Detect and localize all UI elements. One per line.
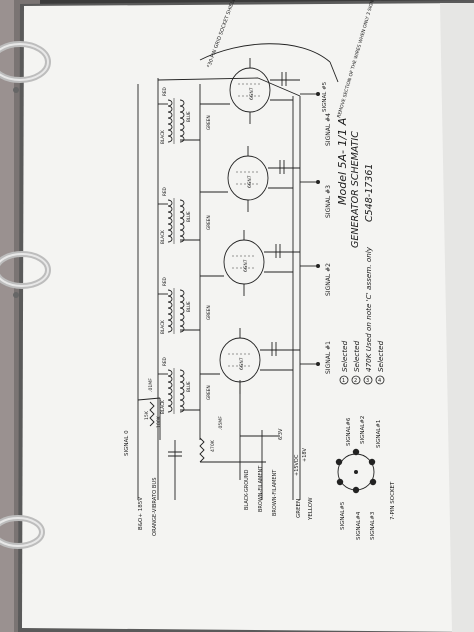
socket-pin-signal-1: SIGNAL#1 [376, 420, 382, 448]
transformer-coil [167, 199, 173, 243]
wire-black-label: BLACK [160, 130, 165, 144]
black-ground-lead: BLACK-GROUND [244, 469, 250, 510]
tube-label-3: 6GN7 [243, 259, 249, 272]
yellow-lead: YELLOW [308, 497, 314, 521]
legend-item-3: 470K Used on note 'C' assem. only [364, 246, 373, 372]
wire-green-label: GREEN [206, 215, 211, 230]
transformer-coil [167, 289, 173, 333]
legend-item-1: Selected [340, 340, 349, 372]
legend-number-1: 1 [342, 378, 345, 384]
wire-blue-label: BLUE [186, 111, 191, 122]
signal-label-4: SIGNAL #4 [325, 113, 332, 146]
title-schematic: GENERATOR SCHEMATIC [350, 131, 361, 248]
binder-ring-top [0, 41, 51, 83]
legend-number-4: 4 [378, 378, 381, 384]
transformer-coil [179, 369, 185, 413]
wire-black-label: BLACK [160, 400, 165, 414]
wire-red-label: RED [162, 277, 167, 286]
cap-05mf: .05MF [218, 416, 224, 430]
signal-label-2: SIGNAL #2 [325, 263, 332, 296]
wire-green-label: GREEN [206, 115, 211, 130]
signal-label-3: SIGNAL #3 [325, 185, 332, 218]
resistor-15k: 15K [144, 410, 150, 420]
legend-item-2: Selected [352, 340, 361, 372]
orange-vibrato-lead: ORANGE-VIBRATO BUS [152, 478, 158, 537]
resistor-100k: 100K [156, 415, 162, 428]
wire-green-label: GREEN [206, 385, 211, 400]
plus-eighteen-volt: +18V [302, 447, 308, 462]
title-part-number: C548-17361 [364, 164, 375, 222]
title-model: Model 5A- 1/1 A [336, 118, 349, 205]
socket-pin-signal-6: SIGNAL#6 [346, 417, 352, 446]
legend-item-4: Selected [376, 340, 385, 372]
resistor-470k: 470K [210, 439, 216, 452]
transformer-coil [179, 99, 185, 143]
wire-black-label: BLACK [160, 230, 165, 244]
green-lead: GREEN [296, 499, 302, 518]
wire-black-label: BLACK [160, 320, 165, 334]
signal-label-1: SIGNAL #1 [325, 341, 332, 374]
wire-red-label: RED [162, 357, 167, 366]
wire-red-label: RED [162, 87, 167, 96]
wire-blue-label: BLUE [186, 301, 191, 312]
wire-blue-label: BLUE [186, 381, 191, 392]
cap-01mf: .01MF [148, 378, 154, 392]
tube-label-1: 6GN7 [249, 87, 255, 100]
b-plus-lead: B&O+ 185V [138, 497, 144, 530]
socket-pin-signal-4: SIGNAL#4 [356, 511, 362, 540]
socket-pin-signal-3: SIGNAL#3 [370, 511, 376, 540]
wire-green-label: GREEN [206, 305, 211, 320]
legend-number-3: 3 [366, 378, 369, 384]
socket-pin-signal-5: SIGNAL#5 [340, 501, 346, 530]
wire-blue-label: BLUE [186, 211, 191, 222]
transformer-coil [179, 199, 185, 243]
brown-filament-lead-2: BROWN-FILAMENT [272, 469, 278, 516]
seven-pin-socket [335, 448, 377, 494]
binder-ring-middle [0, 251, 51, 289]
brown-filament-lead-1: BROWN-FILAMENT [258, 465, 264, 512]
binder-ring-bottom [0, 515, 45, 549]
schematic-paper [22, 3, 474, 632]
wire-red-label: RED [162, 187, 167, 196]
transformer-coil [167, 369, 173, 413]
tube-label-4: 6GN7 [239, 357, 245, 370]
socket-label: 7-PIN SOCKET [390, 481, 396, 520]
transformer-coil [167, 99, 173, 143]
transformer-coil [179, 289, 185, 333]
plus-fifteen-vdc: +15VDC [294, 454, 300, 476]
socket-pin-signal-2: SIGNAL#2 [360, 416, 366, 444]
generator-schematic [137, 43, 377, 500]
six-point-three-volt: 6.3V [278, 428, 284, 440]
legend-number-2: 2 [354, 378, 357, 384]
signal-zero-label: SIGNAL 0 [124, 430, 130, 456]
tube-label-2: 6GN7 [247, 175, 253, 188]
signal-label-5: SIGNAL #5 [322, 81, 328, 112]
